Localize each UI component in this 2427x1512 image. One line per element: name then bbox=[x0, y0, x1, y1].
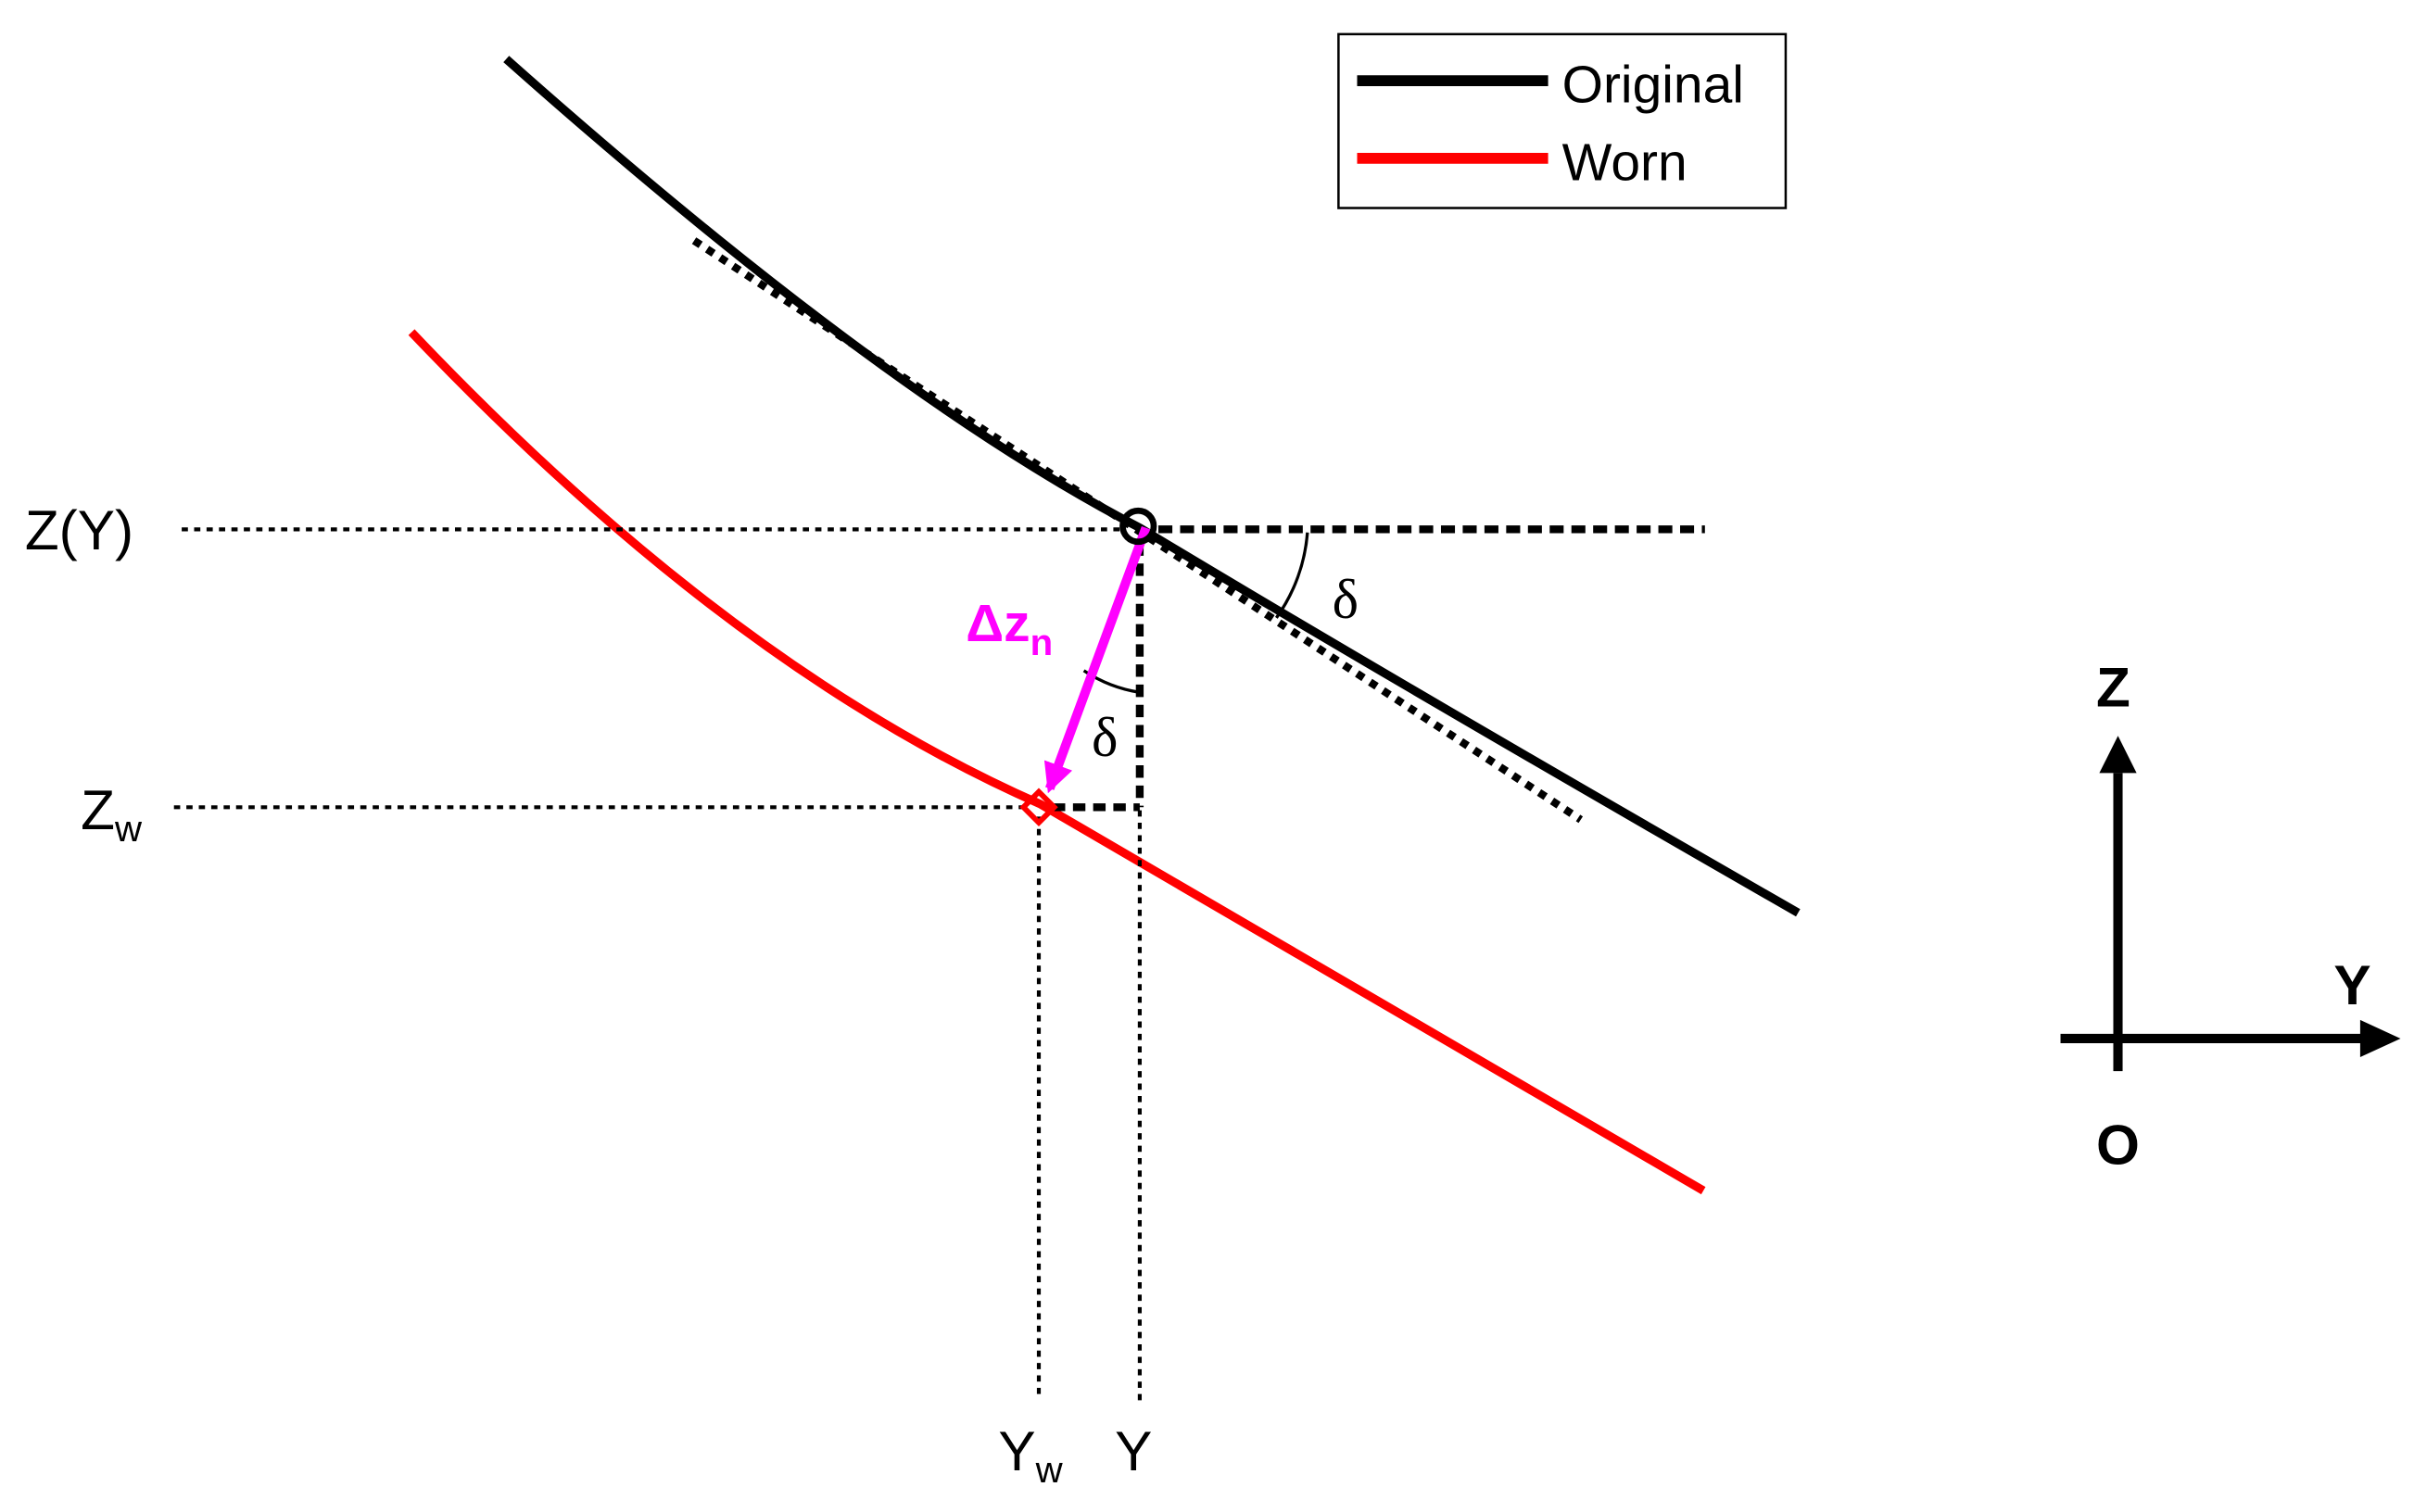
delta-z-n-label: Δzn bbox=[966, 594, 1053, 663]
legend-original-label: Original bbox=[1562, 56, 1744, 115]
z-axis-arrowhead bbox=[2099, 736, 2137, 774]
worn-point-marker bbox=[1019, 788, 1058, 827]
y-axis-label: Y bbox=[2333, 953, 2370, 1016]
legend-box bbox=[1337, 32, 1788, 209]
worn-curve bbox=[408, 329, 1706, 1195]
z-w-label: Zw bbox=[81, 778, 143, 850]
origin-label: O bbox=[2096, 1114, 2140, 1177]
z-of-y-label: Z(Y) bbox=[25, 498, 133, 561]
coordinate-axes: Z Y O bbox=[2060, 655, 2401, 1177]
tangent-line bbox=[691, 237, 1584, 824]
delta-bottom-label: δ bbox=[1092, 707, 1118, 769]
normal-arrow bbox=[1043, 525, 1151, 794]
original-point-marker bbox=[1119, 507, 1157, 546]
z-axis-label: Z bbox=[2096, 655, 2130, 718]
legend-worn-label: Worn bbox=[1562, 132, 1688, 192]
y-label: Y bbox=[1115, 1419, 1152, 1482]
y-axis-arrowhead bbox=[2359, 1019, 2401, 1058]
delta-top-label: δ bbox=[1333, 569, 1359, 631]
legend: Original Worn bbox=[1337, 32, 1788, 209]
y-w-label: Yw bbox=[998, 1419, 1063, 1491]
delta-arc-top bbox=[1274, 532, 1309, 619]
